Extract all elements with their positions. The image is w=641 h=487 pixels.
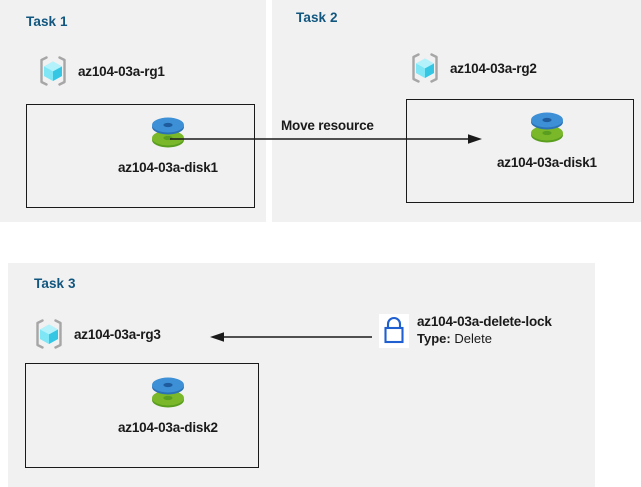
resource-group-icon (412, 53, 438, 83)
lock-text-block: az104-03a-delete-lock Type: Delete (417, 314, 552, 346)
disk-label-task1: az104-03a-disk1 (118, 160, 218, 175)
lock-scope-arrow (210, 332, 372, 342)
resource-group-label-rg2: az104-03a-rg2 (450, 60, 537, 76)
lock-type-row: Type: Delete (417, 331, 552, 346)
padlock-icon (379, 314, 409, 348)
disk-item-task2[interactable]: az104-03a-disk1 (497, 107, 597, 170)
managed-disk-icon (151, 117, 184, 148)
lock-type-value: Delete (454, 330, 492, 346)
resource-group-icon (36, 319, 62, 349)
lock-type-label: Type: (417, 330, 451, 346)
task3-resource-container (25, 363, 259, 468)
resource-group-label-rg1: az104-03a-rg1 (78, 63, 165, 79)
resource-group-icon (40, 56, 66, 86)
disk-label-task3: az104-03a-disk2 (118, 420, 218, 435)
managed-disk-icon (151, 377, 184, 408)
resource-group-label-rg3: az104-03a-rg3 (74, 326, 161, 342)
task2-title: Task 2 (296, 10, 338, 25)
disk-label-task2: az104-03a-disk1 (497, 155, 597, 170)
move-resource-arrow (170, 134, 482, 144)
task1-resource-container (26, 104, 255, 208)
move-resource-label: Move resource (281, 118, 374, 133)
resource-group-item-rg1[interactable]: az104-03a-rg1 (36, 54, 165, 88)
delete-lock-item[interactable]: az104-03a-delete-lock Type: Delete (379, 314, 552, 348)
task3-title: Task 3 (34, 276, 76, 291)
disk-item-task3[interactable]: az104-03a-disk2 (118, 372, 218, 435)
resource-group-item-rg3[interactable]: az104-03a-rg3 (32, 317, 161, 351)
lock-name: az104-03a-delete-lock (417, 314, 552, 329)
resource-group-item-rg2[interactable]: az104-03a-rg2 (408, 51, 537, 85)
task2-resource-container (406, 99, 634, 203)
managed-disk-icon (530, 112, 563, 143)
task1-title: Task 1 (26, 14, 68, 29)
disk-item-task1[interactable]: az104-03a-disk1 (118, 112, 218, 175)
